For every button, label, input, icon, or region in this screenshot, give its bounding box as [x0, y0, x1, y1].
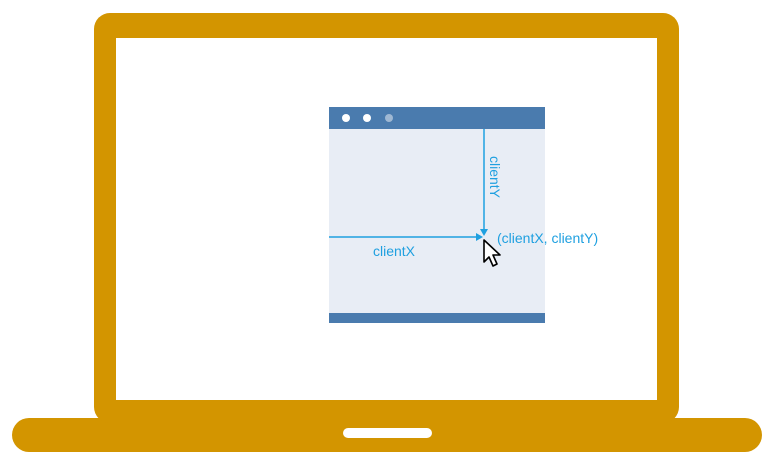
- mouse-pointer-icon: [483, 239, 501, 267]
- client-y-arrowhead: [480, 229, 488, 236]
- point-label: (clientX, clientY): [497, 230, 598, 246]
- window-dot-1: [342, 114, 350, 122]
- laptop-base-notch: [343, 428, 432, 438]
- client-y-label: clientY: [487, 156, 503, 199]
- window-dot-2: [363, 114, 371, 122]
- browser-window: [329, 107, 545, 323]
- window-dot-3: [385, 114, 393, 122]
- browser-window-body: [329, 107, 545, 323]
- browser-statusbar: [329, 313, 545, 323]
- client-x-label: clientX: [373, 243, 416, 259]
- browser-titlebar: [329, 107, 545, 129]
- client-x-arrowhead: [476, 233, 483, 241]
